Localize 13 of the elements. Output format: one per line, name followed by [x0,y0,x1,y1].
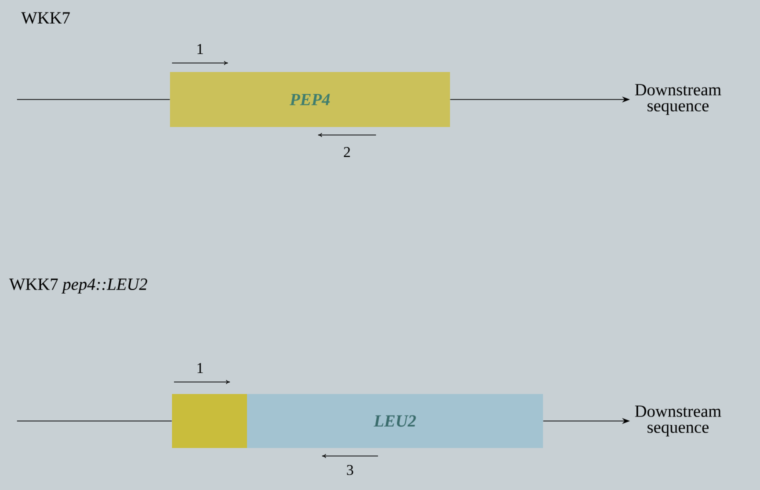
sequence-line [16,99,170,100]
gene-segment [172,394,247,448]
primer-number: 3 [346,464,354,476]
primer-number: 2 [344,147,350,157]
gene-box: PEP4 [170,72,450,127]
primer-number: 1 [198,44,203,54]
strain-label: WKK7 pep4::LEU2 [9,278,148,294]
sequence-line [16,420,172,422]
gene-box: LEU2 [247,394,543,448]
sequence-label: Downstream sequence [635,406,722,436]
primer-number: 1 [198,363,203,373]
sequence-label: Downstream sequence [635,84,722,115]
strain-label: WKK7 [21,12,70,24]
